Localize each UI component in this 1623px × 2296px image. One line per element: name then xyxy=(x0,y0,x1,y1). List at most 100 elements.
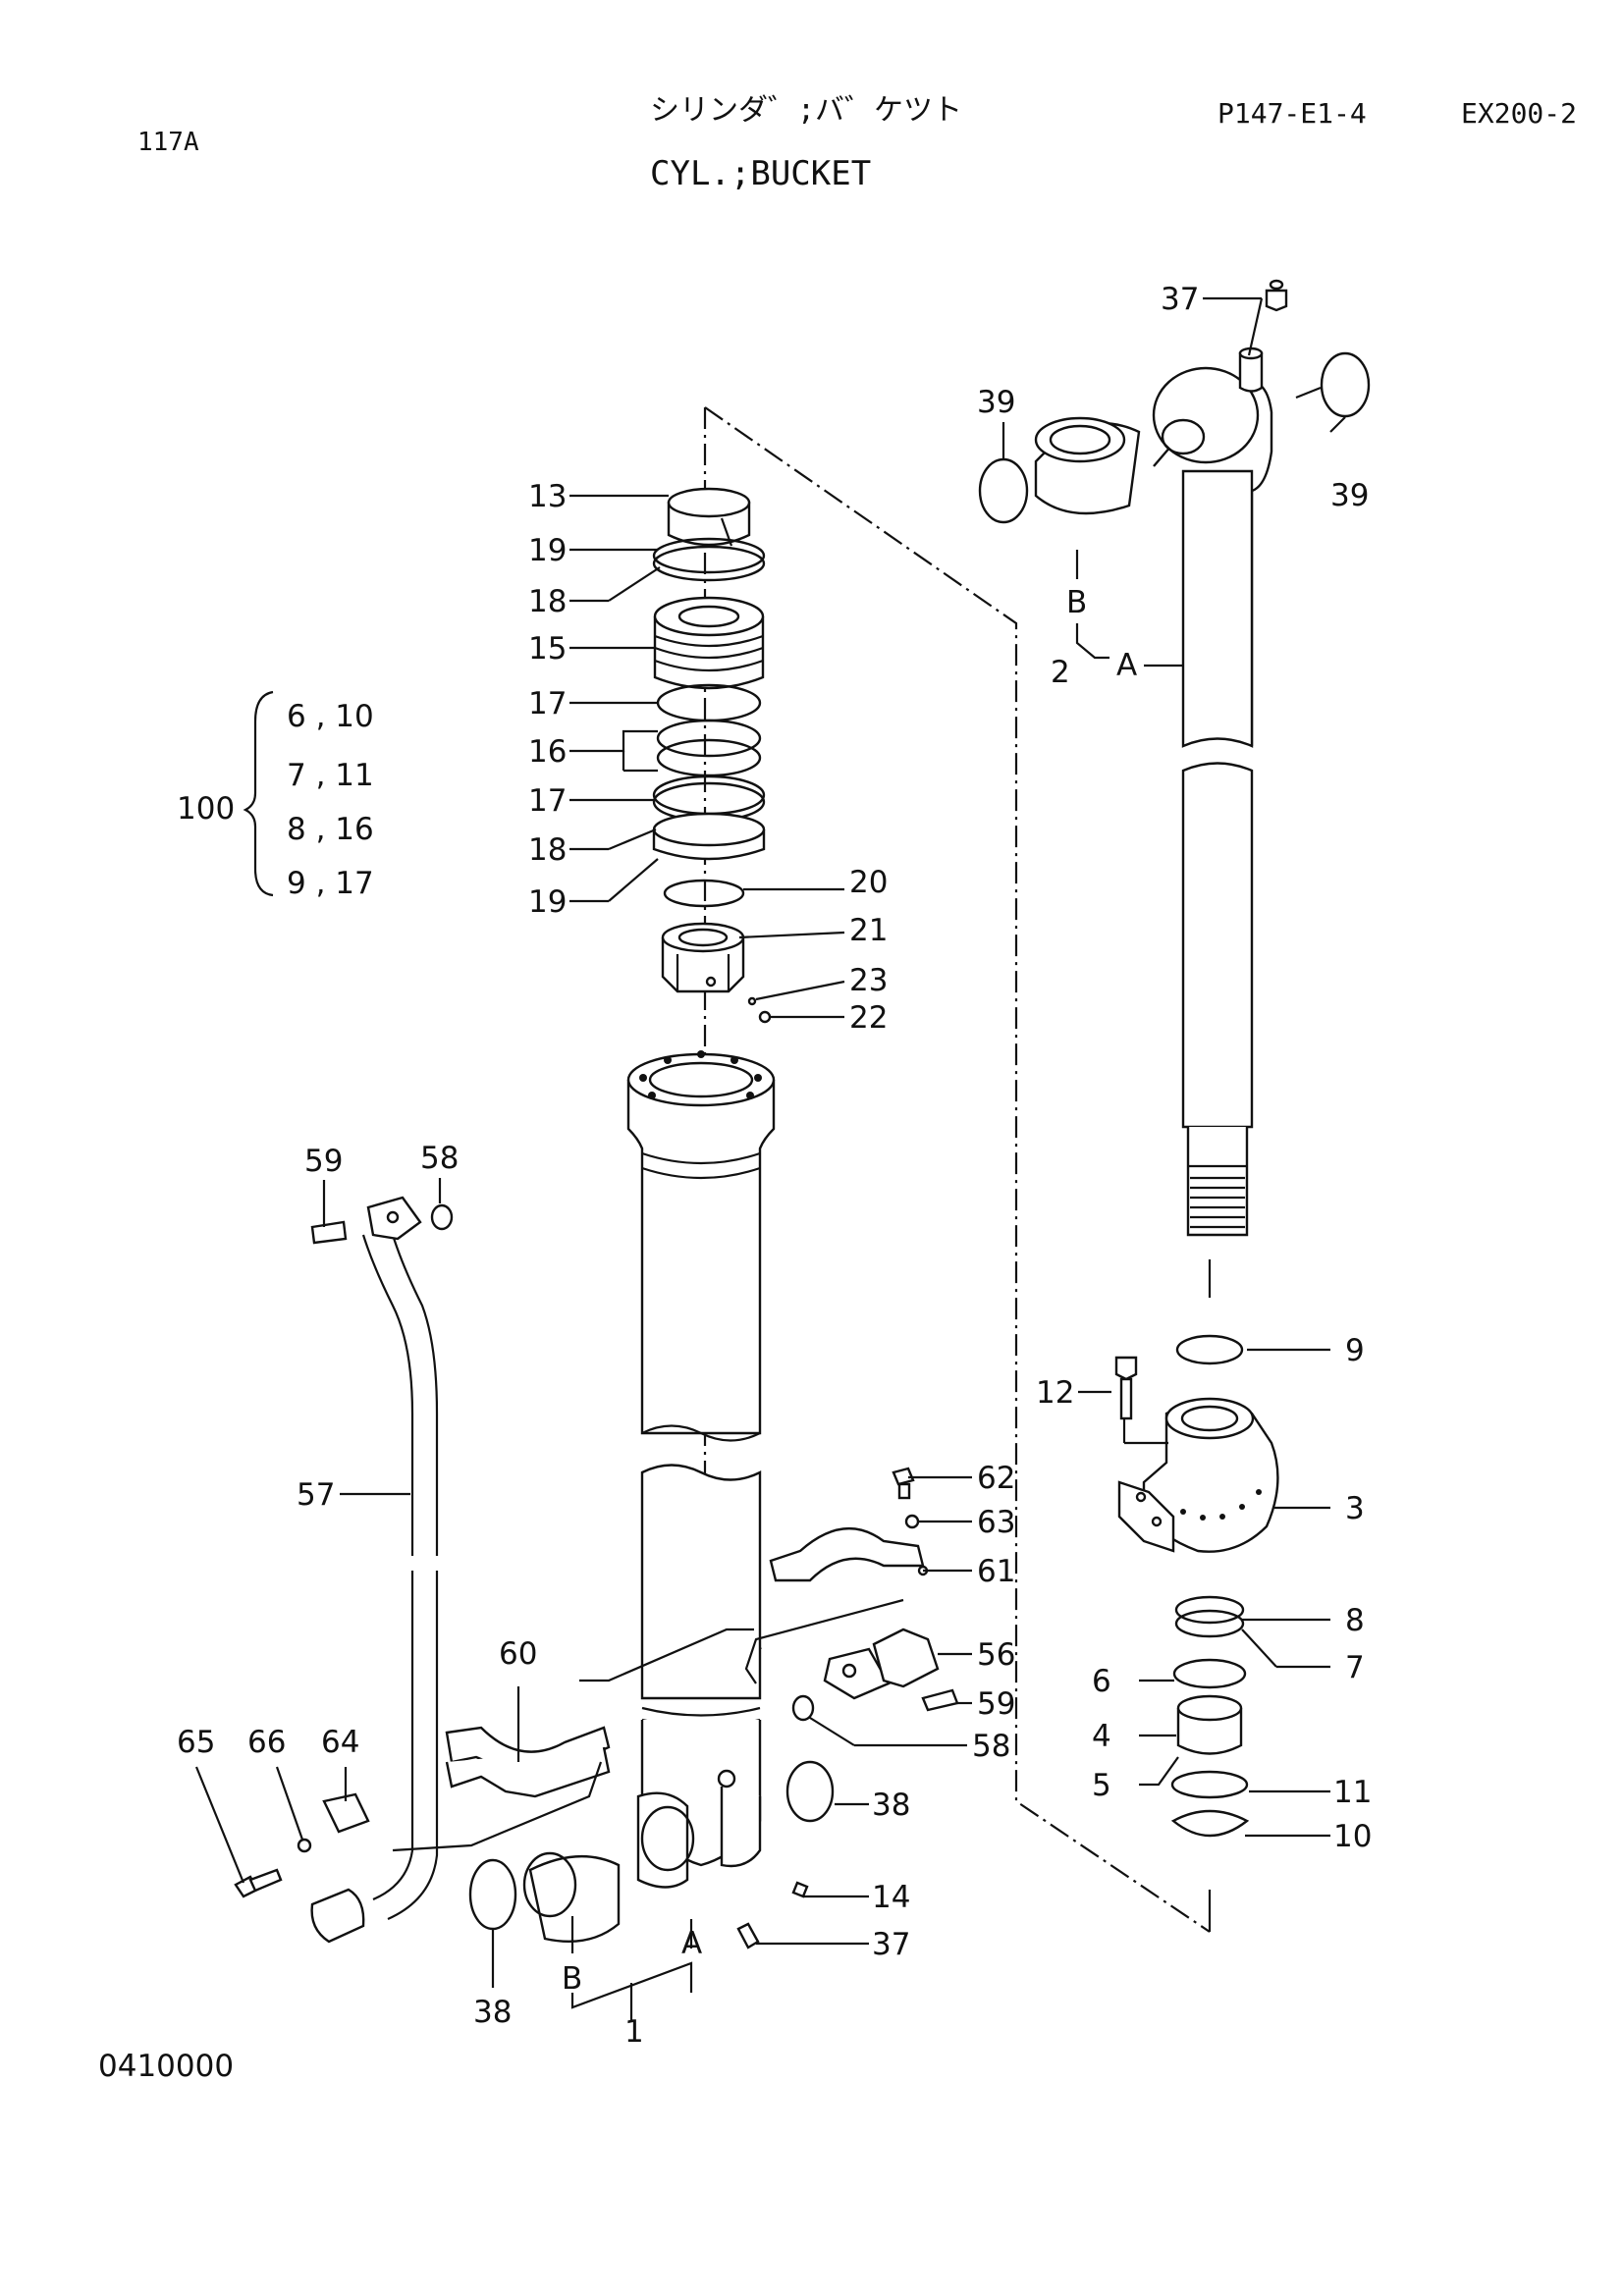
callout-22: 22 xyxy=(849,1000,888,1036)
clamp-part-60 xyxy=(445,1726,611,1798)
callout-57: 57 xyxy=(297,1477,335,1513)
flange-part-59-top xyxy=(310,1196,422,1245)
callout-9: 9 xyxy=(1345,1333,1365,1368)
callout-B: B xyxy=(562,1961,582,1997)
callout-23: 23 xyxy=(849,963,888,998)
callout-11: 11 xyxy=(1333,1775,1372,1810)
callout-14: 14 xyxy=(872,1880,910,1915)
flange-part-56 xyxy=(823,1628,940,1700)
leader-lines xyxy=(194,296,1346,2022)
callout-39: 39 xyxy=(1330,478,1369,513)
callout-6: 6 xyxy=(1092,1664,1111,1699)
seal-rings-16-17 xyxy=(652,683,766,823)
bushing-part-13 xyxy=(667,487,751,547)
callout-38: 38 xyxy=(473,1995,512,2030)
callout-18: 18 xyxy=(528,832,567,868)
bushing-part-1B xyxy=(522,1851,621,1944)
ball-part-23 xyxy=(747,996,757,1006)
kit-number: 100 xyxy=(177,791,235,827)
cylinder-tube-part-1 xyxy=(626,1050,776,1868)
callout-37: 37 xyxy=(1161,282,1199,317)
ring-part-18-19-lower xyxy=(652,812,766,861)
callout-A: A xyxy=(681,1926,702,1961)
screw-part-22 xyxy=(758,1010,772,1024)
callout-66: 66 xyxy=(247,1725,286,1760)
grease-fitting-part-37-bottom xyxy=(736,1922,760,1949)
callout-17: 17 xyxy=(528,783,567,819)
callout-12: 12 xyxy=(1036,1375,1074,1411)
piston-rod-part-2 xyxy=(1152,347,1273,1237)
callout-A: A xyxy=(1116,648,1137,683)
grease-fitting-part-37-top xyxy=(1265,279,1288,312)
callout-64: 64 xyxy=(321,1725,359,1760)
callout-59: 59 xyxy=(977,1686,1015,1722)
callout-58: 58 xyxy=(972,1729,1010,1764)
bolt-part-12 xyxy=(1114,1356,1138,1420)
footer-code: 0410000 xyxy=(98,2049,234,2084)
ring-part-19-top xyxy=(652,537,766,582)
bolt-part-65 xyxy=(234,1868,283,1898)
callout-13: 13 xyxy=(528,479,567,514)
callout-19: 19 xyxy=(528,884,567,920)
pipe-part-57 xyxy=(310,1234,439,1944)
callout-17: 17 xyxy=(528,686,567,721)
callout-60: 60 xyxy=(499,1636,537,1672)
piston-parts-stack xyxy=(652,487,772,1024)
callout-59: 59 xyxy=(304,1144,343,1179)
nut-part-21 xyxy=(661,922,745,993)
callout-62: 62 xyxy=(977,1461,1015,1496)
kit-brace xyxy=(243,690,274,897)
callout-15: 15 xyxy=(528,631,567,667)
callout-61: 61 xyxy=(977,1554,1015,1589)
washer-part-63 xyxy=(904,1514,920,1529)
piston-part-15 xyxy=(653,596,765,690)
callout-58: 58 xyxy=(420,1141,459,1176)
o-ring-part-58 xyxy=(791,1694,815,1722)
seal-part-39-left xyxy=(978,457,1029,524)
assembly-axis-lines xyxy=(703,406,1212,1933)
callout-65: 65 xyxy=(177,1725,215,1760)
washer-part-66 xyxy=(297,1838,312,1853)
bolt-part-59 xyxy=(921,1688,959,1712)
callout-3: 3 xyxy=(1345,1491,1365,1526)
kit-row-2: 7 , 11 xyxy=(287,758,374,793)
seal-part-38-right xyxy=(785,1760,835,1823)
bolt-part-62 xyxy=(892,1467,915,1500)
callout-4: 4 xyxy=(1092,1719,1111,1754)
kit-row-4: 9 , 17 xyxy=(287,866,374,901)
head-seals-part-4-11 xyxy=(1170,1595,1250,1838)
o-ring-part-58-top xyxy=(430,1203,454,1231)
callout-37: 37 xyxy=(872,1927,910,1962)
callout-38: 38 xyxy=(872,1788,910,1823)
title-japanese: シリンダ゛;バ゛ケツト xyxy=(650,93,962,128)
kit-row-3: 8 , 16 xyxy=(287,812,374,847)
seal-kit-group: 100 6 , 10 7 , 11 8 , 16 9 , 17 xyxy=(177,690,374,901)
callout-1: 1 xyxy=(624,2014,644,2050)
callout-2: 2 xyxy=(1051,655,1070,690)
callout-8: 8 xyxy=(1345,1603,1365,1638)
callout-63: 63 xyxy=(977,1505,1015,1540)
callout-16: 16 xyxy=(528,734,567,770)
page-code: 117A xyxy=(137,128,199,157)
callout-19: 19 xyxy=(528,533,567,568)
cylinder-head-part-3 xyxy=(1117,1397,1279,1553)
washer-part-20 xyxy=(663,879,745,908)
callout-10: 10 xyxy=(1333,1819,1372,1854)
part-reference: P147-E1-4 xyxy=(1217,97,1367,130)
tube-pin-eye xyxy=(636,1791,695,1889)
title-english: CYL.;BUCKET xyxy=(650,154,871,193)
callout-20: 20 xyxy=(849,865,888,900)
kit-row-1: 6 , 10 xyxy=(287,699,374,734)
plug-part-14 xyxy=(791,1881,809,1898)
callout-7: 7 xyxy=(1345,1650,1365,1685)
callout-21: 21 xyxy=(849,913,888,948)
callout-B: B xyxy=(1066,585,1087,620)
clamp-part-61 xyxy=(769,1526,929,1582)
callout-5: 5 xyxy=(1092,1768,1111,1803)
callout-labels: 13 19 18 15 17 16 17 18 19 20 21 23 22 3… xyxy=(177,282,1372,2050)
model-number: EX200-2 xyxy=(1461,97,1577,130)
callout-18: 18 xyxy=(528,584,567,619)
ring-part-9 xyxy=(1175,1334,1244,1365)
callout-39: 39 xyxy=(977,385,1015,420)
